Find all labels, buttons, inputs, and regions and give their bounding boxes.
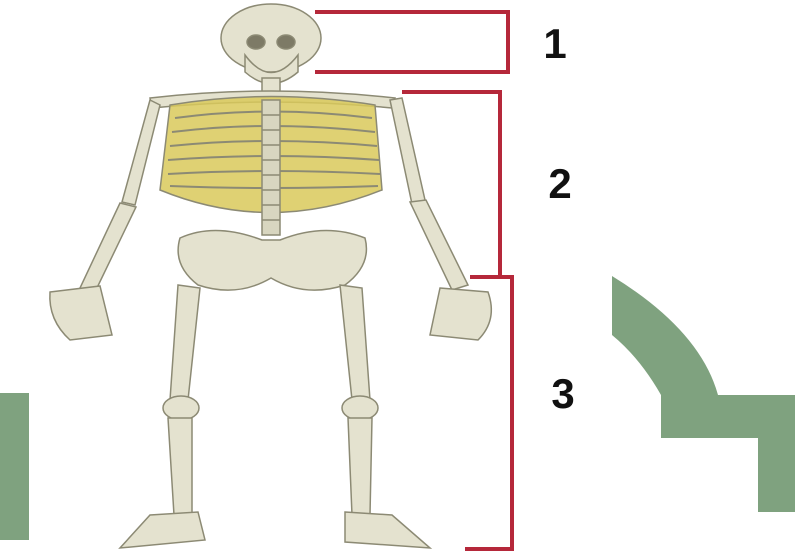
left-green-bar [0,393,29,540]
left-tibia [168,418,192,515]
left-hand [50,286,112,340]
left-femur [170,285,200,400]
left-knee [163,396,199,420]
region-label-1: 1 [543,20,566,67]
right-upper-arm [390,98,425,204]
right-eye-socket [277,35,295,49]
right-tibia [348,418,372,515]
left-eye-socket [247,35,265,49]
region-label-2: 2 [548,160,571,207]
left-forearm [80,203,136,292]
skeleton-illustration [50,4,492,548]
left-upper-arm [122,100,160,205]
left-foot [120,512,205,548]
spine [262,100,280,235]
bracket-1 [315,12,508,72]
pelvis [178,230,366,290]
right-knee [342,396,378,420]
right-hand [430,288,491,340]
right-forearm [410,200,468,290]
right-green-curve-shape [612,276,795,512]
region-label-3: 3 [551,370,574,417]
right-foot [345,512,430,548]
skull [221,4,321,72]
right-femur [340,285,370,400]
